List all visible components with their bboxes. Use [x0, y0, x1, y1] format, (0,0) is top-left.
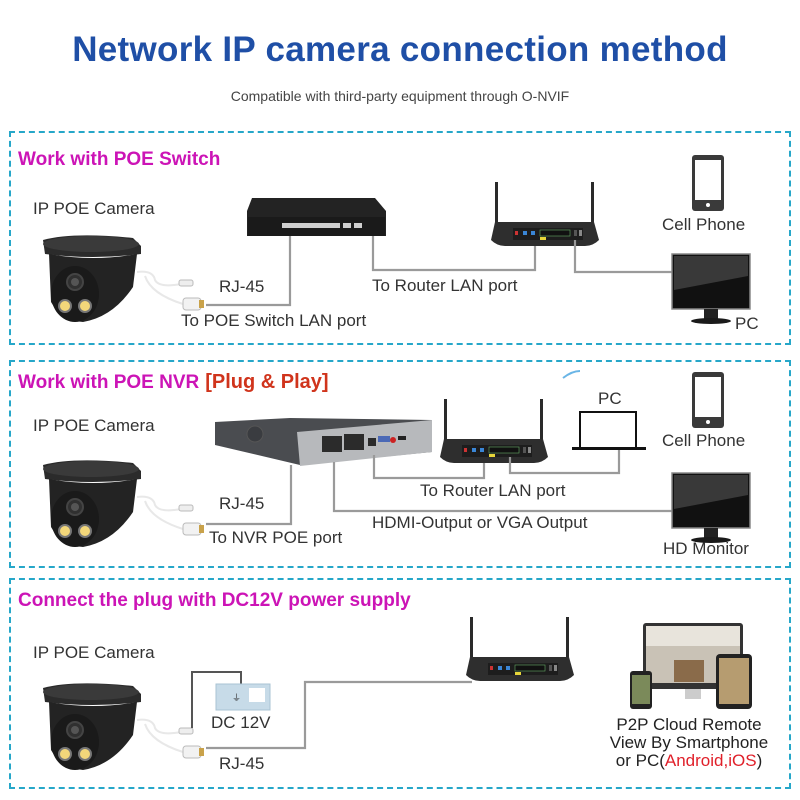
section-title-text: Work with POE NVR — [18, 372, 200, 393]
caption-prefix: or PC( — [615, 751, 665, 770]
label-pc: PC — [735, 314, 759, 333]
label-cell-phone: Cell Phone — [662, 215, 746, 234]
label-pc: PC — [598, 389, 622, 408]
label-video-output: HDMI-Output or VGA Output — [372, 513, 588, 532]
label-ip-poe-camera: IP POE Camera — [33, 199, 155, 218]
label-rj45: RJ-45 — [219, 754, 265, 773]
platforms-highlight: Android,iOS — [664, 751, 757, 770]
label-router-port: To Router LAN port — [372, 276, 518, 295]
label-hd-monitor: HD Monitor — [663, 539, 749, 558]
caption-line-1: P2P Cloud Remote — [616, 715, 762, 734]
section-title: Connect the plug with DC12V power supply — [18, 590, 411, 611]
label-cell-phone: Cell Phone — [662, 431, 746, 450]
label-camera-port: To NVR POE port — [209, 528, 343, 547]
remote-view-caption: P2P Cloud Remote View By Smartphone or P… — [604, 716, 774, 770]
label-camera-port: To POE Switch LAN port — [181, 311, 367, 330]
section-title: Work with POE Switch — [18, 149, 221, 170]
caption-line-2: View By Smartphone — [609, 733, 769, 752]
section-poe-switch: Work with POE Switch — [9, 131, 791, 345]
label-ip-poe-camera: IP POE Camera — [33, 416, 155, 435]
label-dc-12v: DC 12V — [211, 713, 271, 732]
label-rj45: RJ-45 — [219, 494, 265, 513]
label-router-port: To Router LAN port — [420, 481, 566, 500]
plug-and-play-badge: [Plug & Play] — [205, 371, 329, 393]
page-subtitle: Compatible with third-party equipment th… — [230, 88, 570, 104]
section-title: Work with POE NVR[Plug & Play] — [18, 371, 329, 394]
section-dc12v-power: Connect the plug with DC12V power supply — [9, 578, 791, 789]
page-title: Network IP camera connection method — [72, 30, 728, 69]
section-poe-nvr: Work with POE NVR[Plug & Play] — [9, 360, 791, 568]
label-rj45: RJ-45 — [219, 277, 265, 296]
caption-line-3: or PC(Android,iOS) — [604, 752, 774, 770]
caption-suffix: ) — [756, 751, 763, 770]
label-ip-poe-camera: IP POE Camera — [33, 643, 155, 662]
